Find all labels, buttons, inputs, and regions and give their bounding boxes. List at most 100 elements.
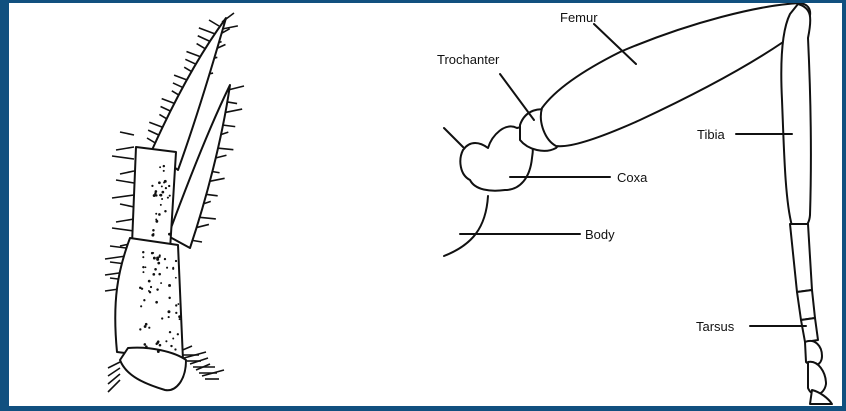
stipple-dot	[148, 290, 150, 292]
insect-leg-diagram: Femur Trochanter Tibia Coxa Body Tarsus	[9, 3, 842, 406]
stipple-dot	[152, 229, 155, 232]
stipple-dot	[158, 181, 161, 184]
stipple-dot	[150, 286, 152, 288]
leg-hair	[116, 219, 134, 222]
stipple-dot	[142, 251, 144, 253]
stipple-dot	[168, 297, 170, 299]
leg-hair	[120, 132, 134, 135]
stipple-dot	[177, 303, 179, 305]
stipple-dot	[160, 204, 162, 206]
stipple-dot	[165, 340, 167, 342]
stipple-dot	[155, 301, 158, 304]
leg-hair	[112, 195, 134, 198]
trochanter-label: Trochanter	[437, 52, 500, 67]
leg-hair	[120, 204, 134, 207]
stipple-dot	[166, 267, 168, 269]
stipple-dot	[152, 233, 154, 235]
leg-hair	[209, 20, 219, 26]
leg-hair	[110, 246, 126, 248]
stipple-dot	[157, 350, 160, 353]
stipple-dot	[155, 213, 157, 215]
stipple-dot	[145, 345, 148, 348]
stipple-dot	[164, 180, 167, 183]
stipple-dot	[179, 318, 181, 320]
stipple-dot	[177, 333, 179, 335]
stipple-dot	[175, 260, 177, 262]
stipple-dot	[161, 185, 163, 187]
leg-hair	[198, 36, 211, 42]
stipple-dot	[159, 194, 161, 196]
stipple-dot	[163, 170, 165, 172]
tarsus-segments	[790, 224, 832, 404]
right-leg-diagram: Femur Trochanter Tibia Coxa Body Tarsus	[437, 3, 832, 404]
stipple-dot	[161, 317, 163, 319]
stipple-dot	[140, 305, 142, 307]
stipple-dot	[174, 348, 176, 350]
stipple-dot	[169, 331, 171, 333]
stipple-dot	[145, 266, 147, 268]
stipple-dot	[155, 190, 158, 193]
stipple-dot	[155, 220, 158, 223]
femur-label: Femur	[560, 10, 598, 25]
leg-hair	[112, 156, 134, 159]
leg-hair	[120, 171, 134, 174]
stipple-dot	[139, 328, 141, 330]
stipple-dot	[156, 288, 158, 290]
stipple-dot	[142, 256, 144, 258]
stipple-dot	[156, 256, 159, 259]
stipple-dot	[172, 338, 174, 340]
stipple-dot	[141, 288, 143, 290]
stipple-dot	[167, 197, 169, 199]
stipple-dot	[144, 343, 147, 346]
stipple-dot	[164, 258, 166, 260]
stipple-dot	[168, 185, 170, 187]
stipple-dot	[152, 273, 155, 276]
stipple-dot	[144, 325, 147, 328]
stipple-dot	[175, 304, 177, 306]
left-leg-base-joint	[120, 348, 186, 391]
stipple-dot	[160, 282, 162, 284]
figure-canvas: Femur Trochanter Tibia Coxa Body Tarsus	[9, 3, 842, 406]
stipple-dot	[170, 345, 172, 347]
stipple-dot	[164, 210, 166, 212]
stipple-dot	[152, 252, 154, 254]
stipple-dot	[148, 327, 150, 329]
stipple-dot	[161, 191, 164, 194]
stipple-dot	[175, 277, 177, 279]
coxa-label: Coxa	[617, 170, 648, 185]
stipple-dot	[169, 195, 171, 197]
stipple-dot	[158, 213, 161, 216]
stipple-dot	[151, 185, 153, 187]
left-leg-illustration	[105, 13, 244, 392]
stipple-dot	[168, 316, 170, 318]
stipple-dot	[159, 344, 162, 347]
stipple-dot	[142, 271, 144, 273]
leg-hair	[116, 180, 134, 183]
stipple-dot	[161, 198, 163, 200]
stipple-dot	[153, 257, 156, 260]
stipple-dot	[175, 312, 177, 314]
leg-hair	[112, 228, 134, 231]
trochanter-leader-line	[500, 74, 534, 120]
stipple-dot	[165, 187, 167, 189]
body-label: Body	[585, 227, 615, 242]
tarsus-label: Tarsus	[696, 319, 735, 334]
stipple-dot	[148, 280, 151, 283]
stipple-dot	[154, 268, 157, 271]
stipple-dot	[167, 310, 170, 313]
stipple-dot	[178, 315, 181, 318]
stipple-dot	[159, 166, 161, 168]
stipple-dot	[163, 165, 165, 167]
leg-hair	[108, 362, 120, 368]
tibia-label: Tibia	[697, 127, 725, 142]
stipple-dot	[142, 266, 144, 268]
stipple-dot	[155, 343, 157, 345]
leg-hair	[199, 28, 215, 34]
leg-hair	[116, 147, 134, 150]
stipple-dot	[158, 273, 161, 276]
tibia-segment	[781, 4, 811, 229]
left-leg-lower-segment	[115, 238, 183, 360]
stipple-dot	[172, 268, 174, 270]
stipple-dot	[168, 284, 171, 287]
